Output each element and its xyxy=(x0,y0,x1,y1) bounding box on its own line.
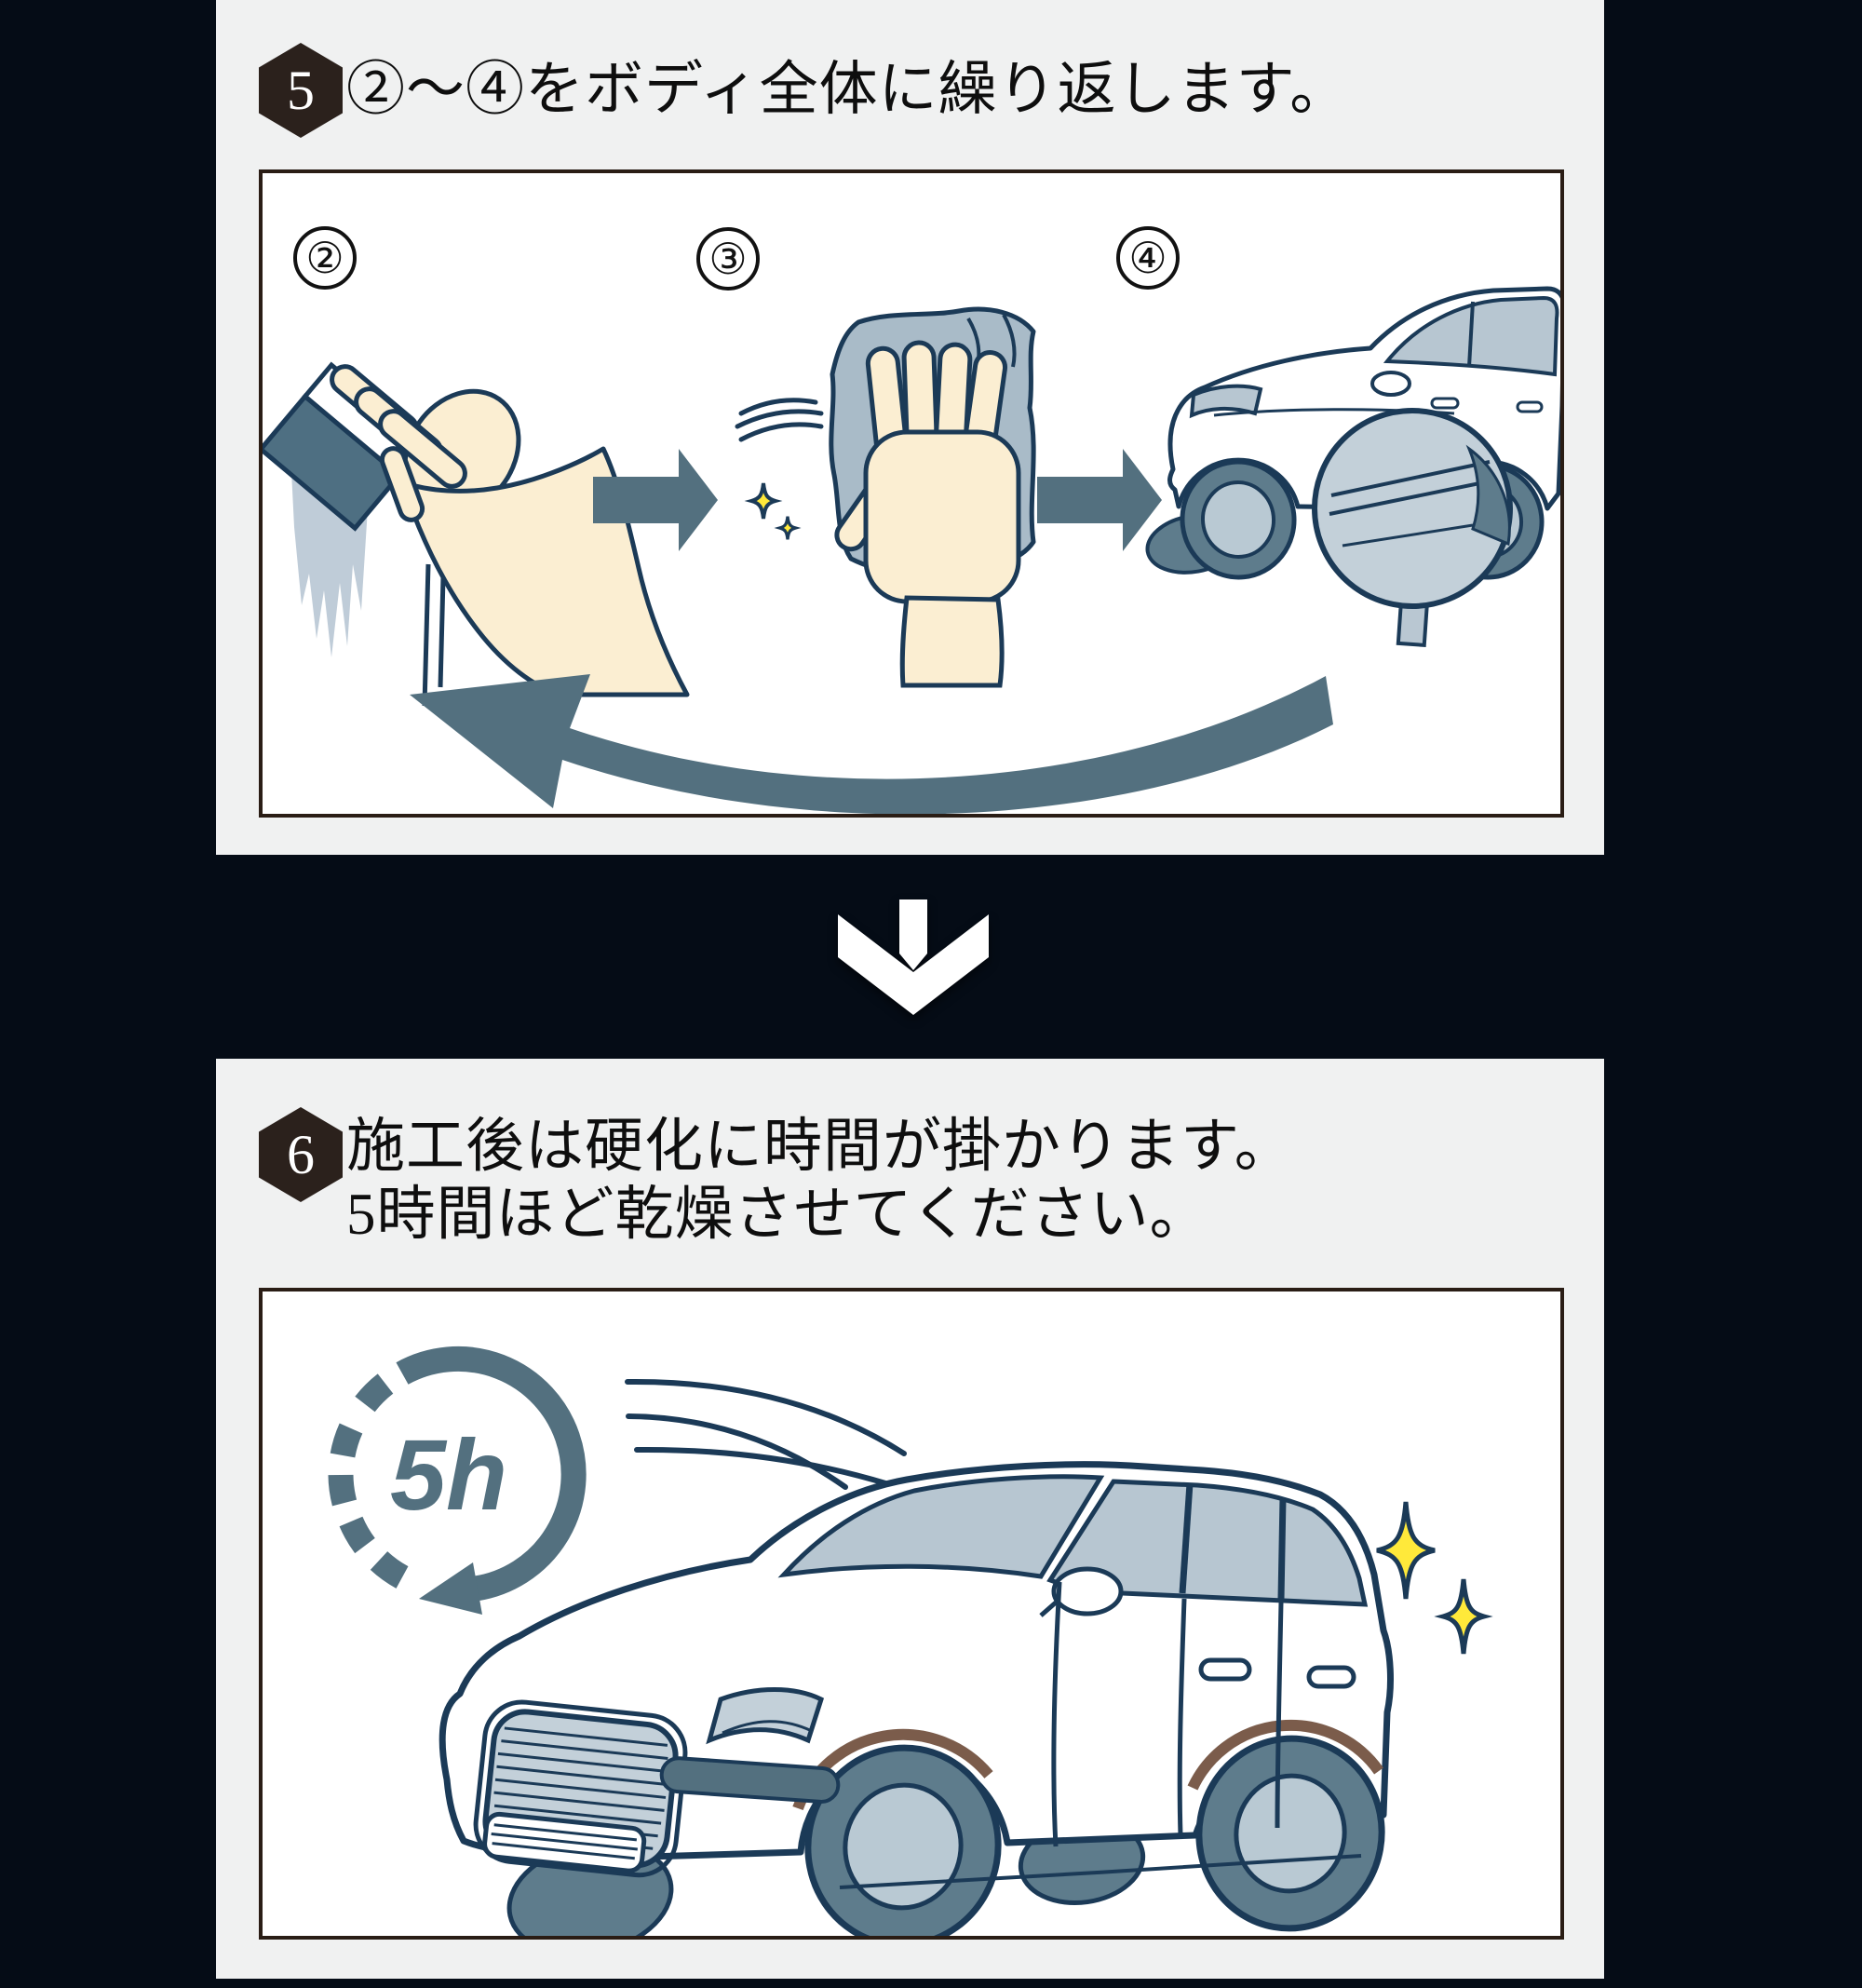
drip-line xyxy=(422,563,431,707)
front-wheel xyxy=(1180,459,1297,580)
arrow-head xyxy=(679,449,718,551)
right-arrow-icon xyxy=(593,449,718,551)
side-windows xyxy=(1046,1479,1369,1607)
gripping-fingers xyxy=(330,364,467,522)
repeat-steps-illustration xyxy=(263,286,1560,814)
timer-dash xyxy=(370,1550,409,1589)
arrow-shaft xyxy=(593,477,679,523)
headlight-line xyxy=(722,1720,813,1735)
next-step-down-arrow-icon xyxy=(838,899,989,1015)
step6-illustration-box: 5h xyxy=(259,1288,1564,1940)
step6-title-line2: 5時間ほど乾燥させてください。 xyxy=(346,1182,1209,1247)
arrow-head xyxy=(1123,449,1162,551)
magnifier-lens xyxy=(1312,408,1513,609)
repeat-curved-arrow-icon xyxy=(410,674,1333,814)
front-wheel xyxy=(804,1744,1002,1936)
drip-line xyxy=(438,576,446,688)
lens-wheel-detail xyxy=(1465,444,1511,547)
door-handle xyxy=(1198,1657,1252,1682)
car-inspection-illustration xyxy=(1145,286,1560,647)
substep4-text: ④ xyxy=(1128,235,1167,282)
rocker-line xyxy=(839,1854,1362,1889)
cloth-wipe-illustration xyxy=(735,306,1036,688)
lower-grille-slats xyxy=(491,1823,638,1860)
lower-grille xyxy=(482,1811,647,1873)
timer-arrow-head xyxy=(419,1562,482,1615)
airflow-line xyxy=(626,1413,848,1490)
side-mirror xyxy=(1051,1566,1124,1616)
timer-dashed-arc xyxy=(328,1373,409,1589)
door-handle xyxy=(1430,397,1460,410)
substep4-label: ④ xyxy=(1116,226,1180,290)
timer-dash xyxy=(355,1373,394,1413)
arrow-shaft xyxy=(899,899,927,970)
step5-illustration-box: ② ③ ④ xyxy=(259,169,1564,818)
timer-dash xyxy=(339,1516,376,1554)
door-line xyxy=(1177,1598,1187,1836)
step6-number: 6 xyxy=(287,1123,315,1185)
substep2-label: ② xyxy=(293,226,357,290)
step5-title: ②～④をボディ全体に繰り返します。 xyxy=(346,57,1350,122)
sparkle-icon xyxy=(1434,1578,1493,1655)
substep2-text: ② xyxy=(305,235,344,282)
right-arrow-icon xyxy=(1037,449,1162,551)
finger xyxy=(378,409,467,489)
windshield xyxy=(777,1474,1105,1579)
window-pillar xyxy=(1467,301,1475,368)
airflow-line xyxy=(625,1378,907,1456)
drying-timer-icon: 5h xyxy=(328,1346,587,1615)
step6-number-badge: 6 xyxy=(259,1107,343,1202)
step5-number-badge: 5 xyxy=(259,43,343,138)
headlight xyxy=(1189,384,1263,419)
rim xyxy=(1200,480,1276,559)
thumb xyxy=(379,446,425,522)
hand-palm xyxy=(863,429,1021,604)
timer-dash xyxy=(328,1474,358,1507)
bumper-blade xyxy=(659,1756,841,1804)
motion-line xyxy=(738,422,824,442)
rim xyxy=(843,1782,964,1911)
window-pillar xyxy=(1277,1497,1287,1600)
step6-title-line1: 施工後は硬化に時間が掛かります。 xyxy=(346,1114,1294,1179)
side-mirror xyxy=(1370,371,1411,397)
mirror-stem xyxy=(1039,1601,1058,1617)
timer-solid-arc xyxy=(396,1346,587,1602)
step5-panel: 5 ②～④をボディ全体に繰り返します。 ② ③ ④ xyxy=(216,0,1604,855)
substep3-text: ③ xyxy=(708,236,748,283)
timer-dash xyxy=(330,1423,363,1458)
forearm xyxy=(899,595,1005,688)
pressing-hand xyxy=(834,340,1021,688)
cloth-fold-line xyxy=(1002,314,1017,368)
drying-time-label: 5h xyxy=(390,1418,507,1531)
step5-number: 5 xyxy=(287,59,315,121)
motion-line xyxy=(738,398,818,416)
lens-detail-line xyxy=(1342,523,1474,548)
door-handle xyxy=(1516,400,1544,413)
window-pillar xyxy=(1179,1482,1194,1594)
substep3-label: ③ xyxy=(696,227,760,291)
step6-panel: 6 施工後は硬化に時間が掛かります。 5時間ほど乾燥させてください。 5 xyxy=(216,1059,1604,1979)
sparkle-icon xyxy=(1376,1501,1436,1600)
grille-frame xyxy=(473,1699,688,1878)
door-line xyxy=(1051,1581,1062,1847)
door-handle xyxy=(1306,1665,1356,1689)
door-line xyxy=(1275,1602,1284,1829)
arrow-shaft xyxy=(1037,477,1123,523)
sparkle-icon xyxy=(774,516,802,540)
lens-detail-line xyxy=(1329,479,1494,516)
arrow-chevron xyxy=(838,914,989,1015)
drying-car-illustration xyxy=(439,1461,1394,1936)
sparkle-icon xyxy=(744,482,783,520)
drying-time-illustration: 5h xyxy=(328,1346,1493,1936)
motion-lines xyxy=(735,398,824,442)
motion-line xyxy=(735,409,824,429)
lens-detail-line xyxy=(1330,460,1491,497)
sponge-apply-illustration xyxy=(263,361,690,707)
